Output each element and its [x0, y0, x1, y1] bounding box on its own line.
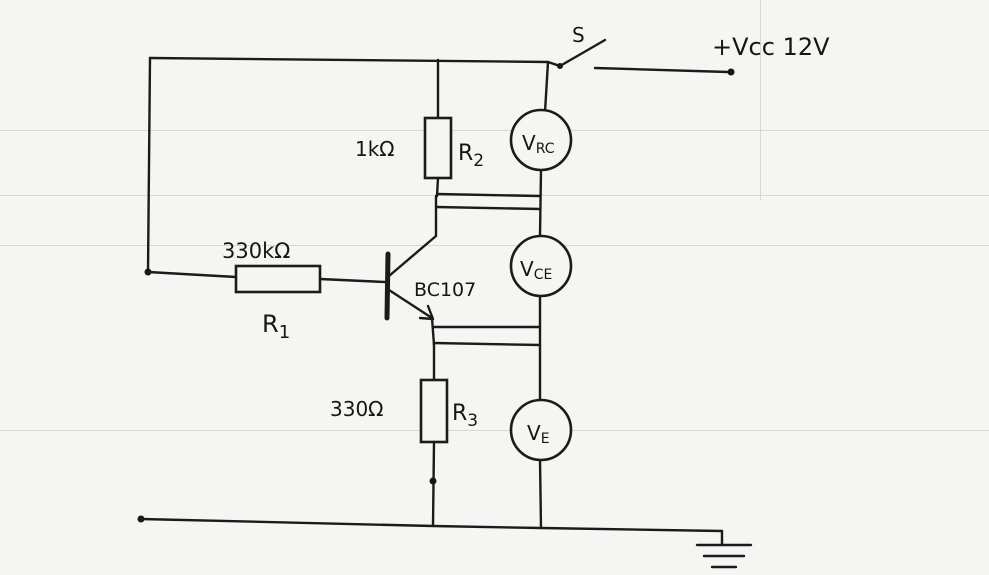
transistor-label: BC107: [414, 279, 476, 301]
r1-value: 330kΩ: [222, 239, 290, 263]
transistor-base-bar: [384, 251, 391, 321]
transistor-collector-lead: [387, 194, 438, 278]
switch-label: S: [572, 23, 585, 47]
ground-symbol-icon: [695, 529, 753, 569]
voltmeter-vrc: [509, 108, 573, 172]
ground-rail-wire: [139, 517, 724, 533]
voltmeter-ve: [509, 398, 573, 462]
r2-name: R2: [458, 141, 484, 171]
supply-lead-wire: [593, 66, 730, 74]
supply-terminal: [727, 68, 735, 76]
r1-to-base-wire: [318, 277, 387, 284]
voltmeter-vrc-label: VRC: [522, 131, 555, 157]
r3-node: [429, 477, 437, 485]
r3-value: 330Ω: [330, 397, 383, 421]
supply-label: +Vcc 12V: [712, 33, 830, 61]
r2-value: 1kΩ: [355, 137, 395, 161]
left-feedback-wire: [146, 56, 152, 274]
voltmeter-vce-label: VCE: [520, 257, 552, 283]
voltmeter-vce: [509, 234, 573, 298]
resistor-r3: [419, 378, 449, 444]
switch-s: [558, 38, 607, 68]
resistor-r2: [423, 116, 453, 180]
top-rail-wire: [148, 56, 562, 68]
voltmeter-ve-label: VE: [527, 421, 550, 447]
r1-name: R1: [262, 310, 290, 343]
emitter-node-wire-2: [432, 341, 542, 347]
switch-contact: [557, 63, 563, 69]
transistor-emitter-arrow: [418, 304, 435, 321]
collector-node-wire-2: [435, 205, 542, 211]
meter-column-wire: [538, 60, 550, 530]
r3-name: R3: [452, 401, 478, 431]
base-feed-wire: [146, 270, 238, 279]
collector-node-wire-1: [435, 192, 542, 198]
resistor-r1: [234, 264, 322, 294]
